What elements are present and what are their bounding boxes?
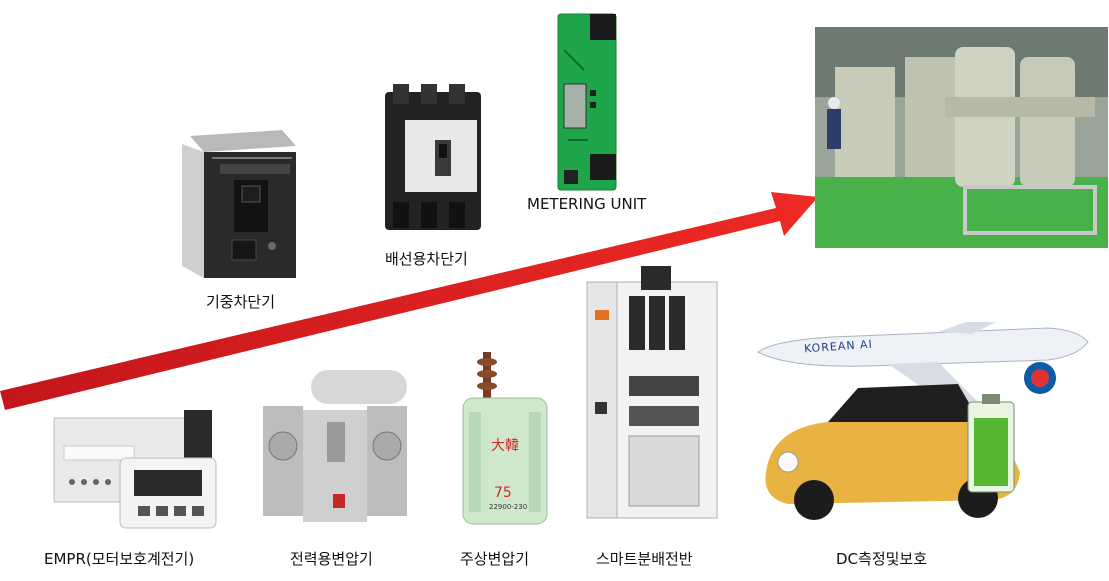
- metering-unit-image: [557, 13, 617, 191]
- molded-case-circuit-breaker-image: [385, 84, 481, 230]
- svg-text:大韓: 大韓: [491, 438, 519, 454]
- pole-transformer-label: 주상변압기: [460, 550, 530, 568]
- smart-distribution-panel-image: [586, 266, 718, 519]
- mccb-label: 배선용차단기: [385, 250, 468, 268]
- dc-protection-label: DC측정및보호: [836, 550, 928, 568]
- power-transformer-label: 전력용변압기: [290, 550, 373, 568]
- metering-unit-label: METERING UNIT: [527, 195, 647, 213]
- acb-label: 기중차단기: [206, 293, 276, 311]
- air-circuit-breaker-image: [182, 130, 296, 278]
- smart-panel-label: 스마트분배전반: [596, 550, 693, 568]
- dc-protection-image: [757, 322, 1089, 520]
- empr-relay-image: [53, 410, 217, 529]
- pole-transformer-rating-badge: 75: [494, 485, 512, 501]
- pole-transformer-code: 22900-230: [489, 503, 528, 511]
- switchgear-plant-photo: [815, 27, 1108, 248]
- power-transformer-image: [263, 370, 407, 522]
- pole-transformer-image: 大韓: [462, 352, 548, 525]
- empr-label: EMPR(모터보호계전기): [44, 550, 195, 568]
